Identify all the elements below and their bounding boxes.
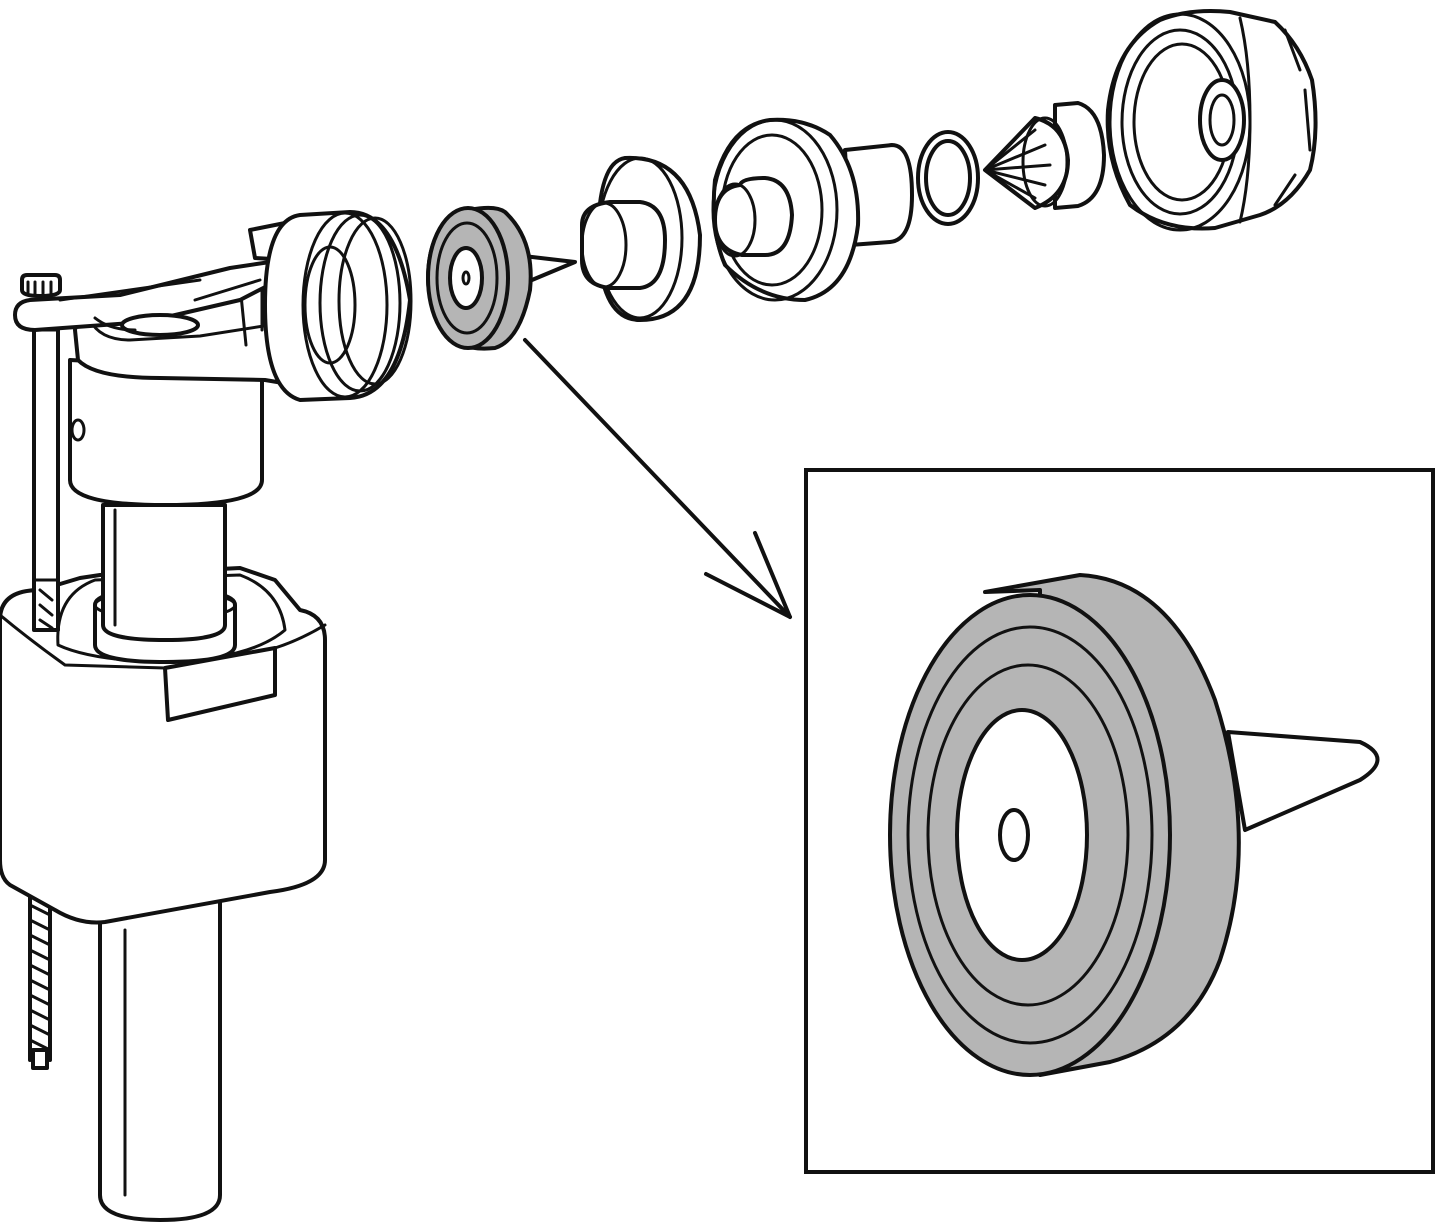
filter-cone bbox=[983, 101, 1106, 210]
pointer-arrow bbox=[523, 338, 792, 619]
valve-lower-tube bbox=[98, 898, 222, 1222]
threaded-rod bbox=[28, 893, 52, 1070]
detail-callout-box bbox=[804, 468, 1435, 1174]
coupling-nut bbox=[1105, 9, 1318, 232]
threaded-outlet bbox=[263, 210, 413, 402]
o-ring bbox=[916, 130, 980, 226]
valve-stem-tube bbox=[101, 503, 227, 642]
spacer-cup bbox=[580, 155, 702, 322]
fill-valve-body bbox=[0, 210, 413, 1222]
seal-washer-detail bbox=[888, 573, 1380, 1077]
seal-washer bbox=[426, 205, 577, 351]
valve-insert bbox=[711, 117, 914, 302]
